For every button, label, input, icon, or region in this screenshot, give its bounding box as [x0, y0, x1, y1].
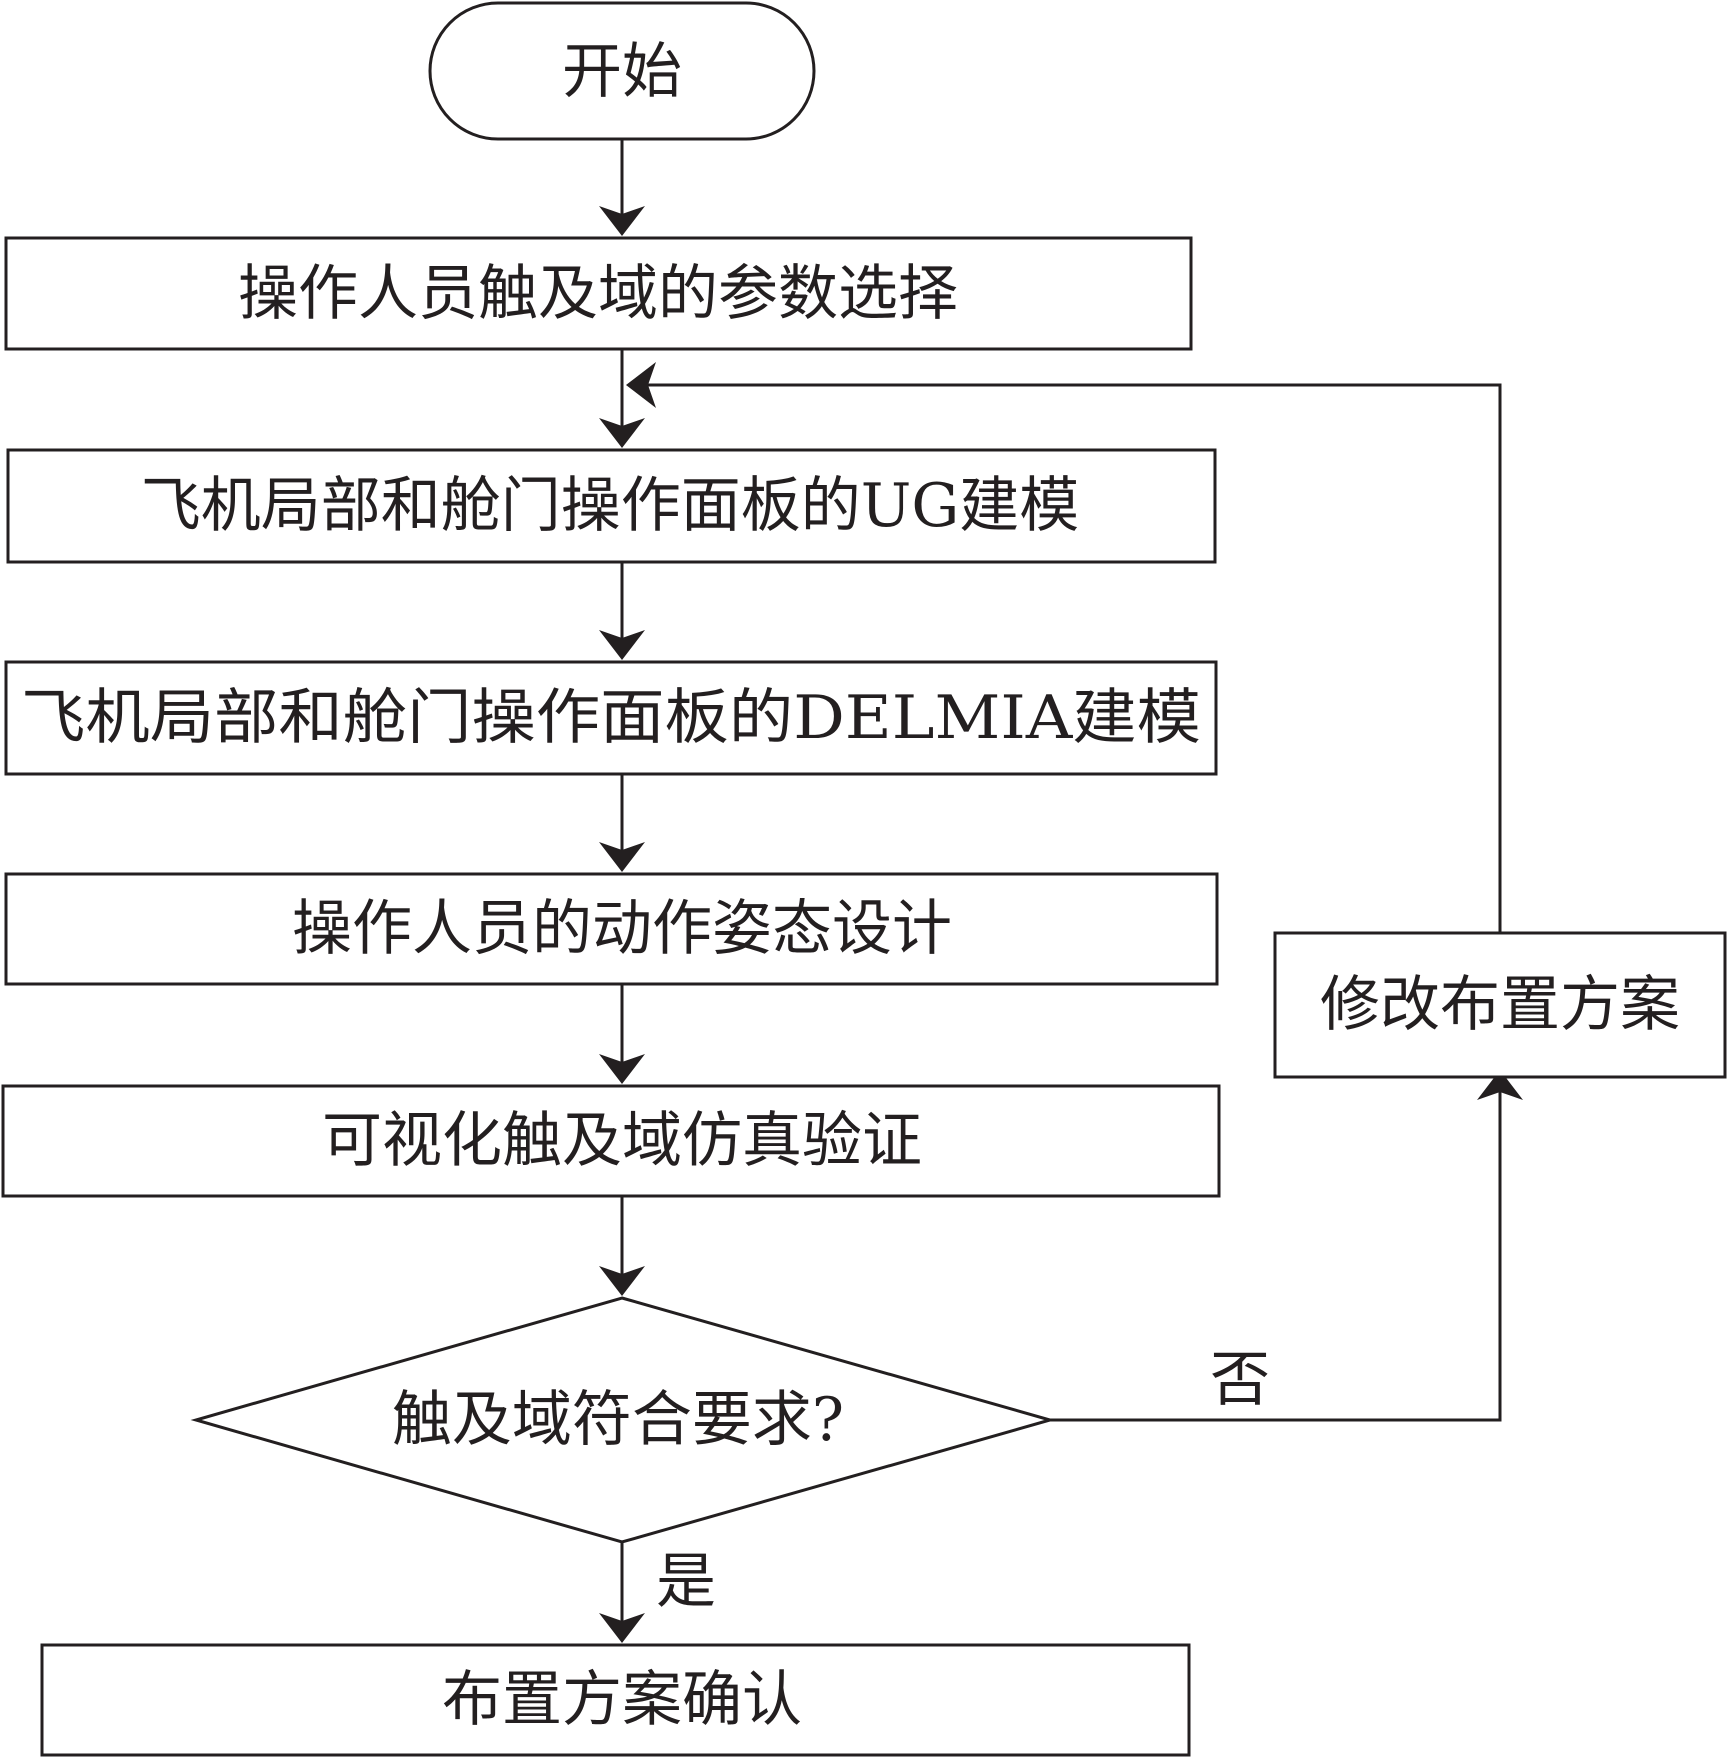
decision-node: 触及域符合要求? [190, 1296, 1056, 1544]
step-modify-plan-label: 修改布置方案 [1320, 970, 1680, 1040]
branch-no-label: 否 [1210, 1345, 1270, 1415]
step-modify-plan: 修改布置方案 [1273, 931, 1727, 1079]
step-posture-design-label: 操作人员的动作姿态设计 [292, 894, 952, 964]
step-posture-design: 操作人员的动作姿态设计 [4, 872, 1219, 986]
step-param-select: 操作人员触及域的参数选择 [4, 236, 1193, 351]
step-delmia-model-label: 飞机局部和舱门操作面板的DELMIA建模 [21, 683, 1201, 753]
step-confirm-plan-label: 布置方案确认 [442, 1665, 802, 1735]
step-simulation: 可视化触及域仿真验证 [1, 1084, 1221, 1198]
step-confirm-plan: 布置方案确认 [40, 1643, 1191, 1757]
arrow-modify-loop-back [626, 362, 1502, 933]
step-delmia-model: 飞机局部和舱门操作面板的DELMIA建模 [4, 660, 1218, 776]
arrow-no-to-modify [1050, 1070, 1523, 1422]
step-ug-model-label: 飞机局部和舱门操作面板的UG建模 [141, 471, 1080, 541]
step-ug-model: 飞机局部和舱门操作面板的UG建模 [6, 448, 1217, 564]
branch-yes-label: 是 [656, 1547, 716, 1617]
start-label: 开始 [562, 37, 682, 107]
decision-label: 触及域符合要求? [392, 1385, 844, 1455]
start-node: 开始 [428, 1, 816, 141]
step-simulation-label: 可视化触及域仿真验证 [322, 1106, 922, 1176]
step-param-select-label: 操作人员触及域的参数选择 [238, 259, 958, 329]
